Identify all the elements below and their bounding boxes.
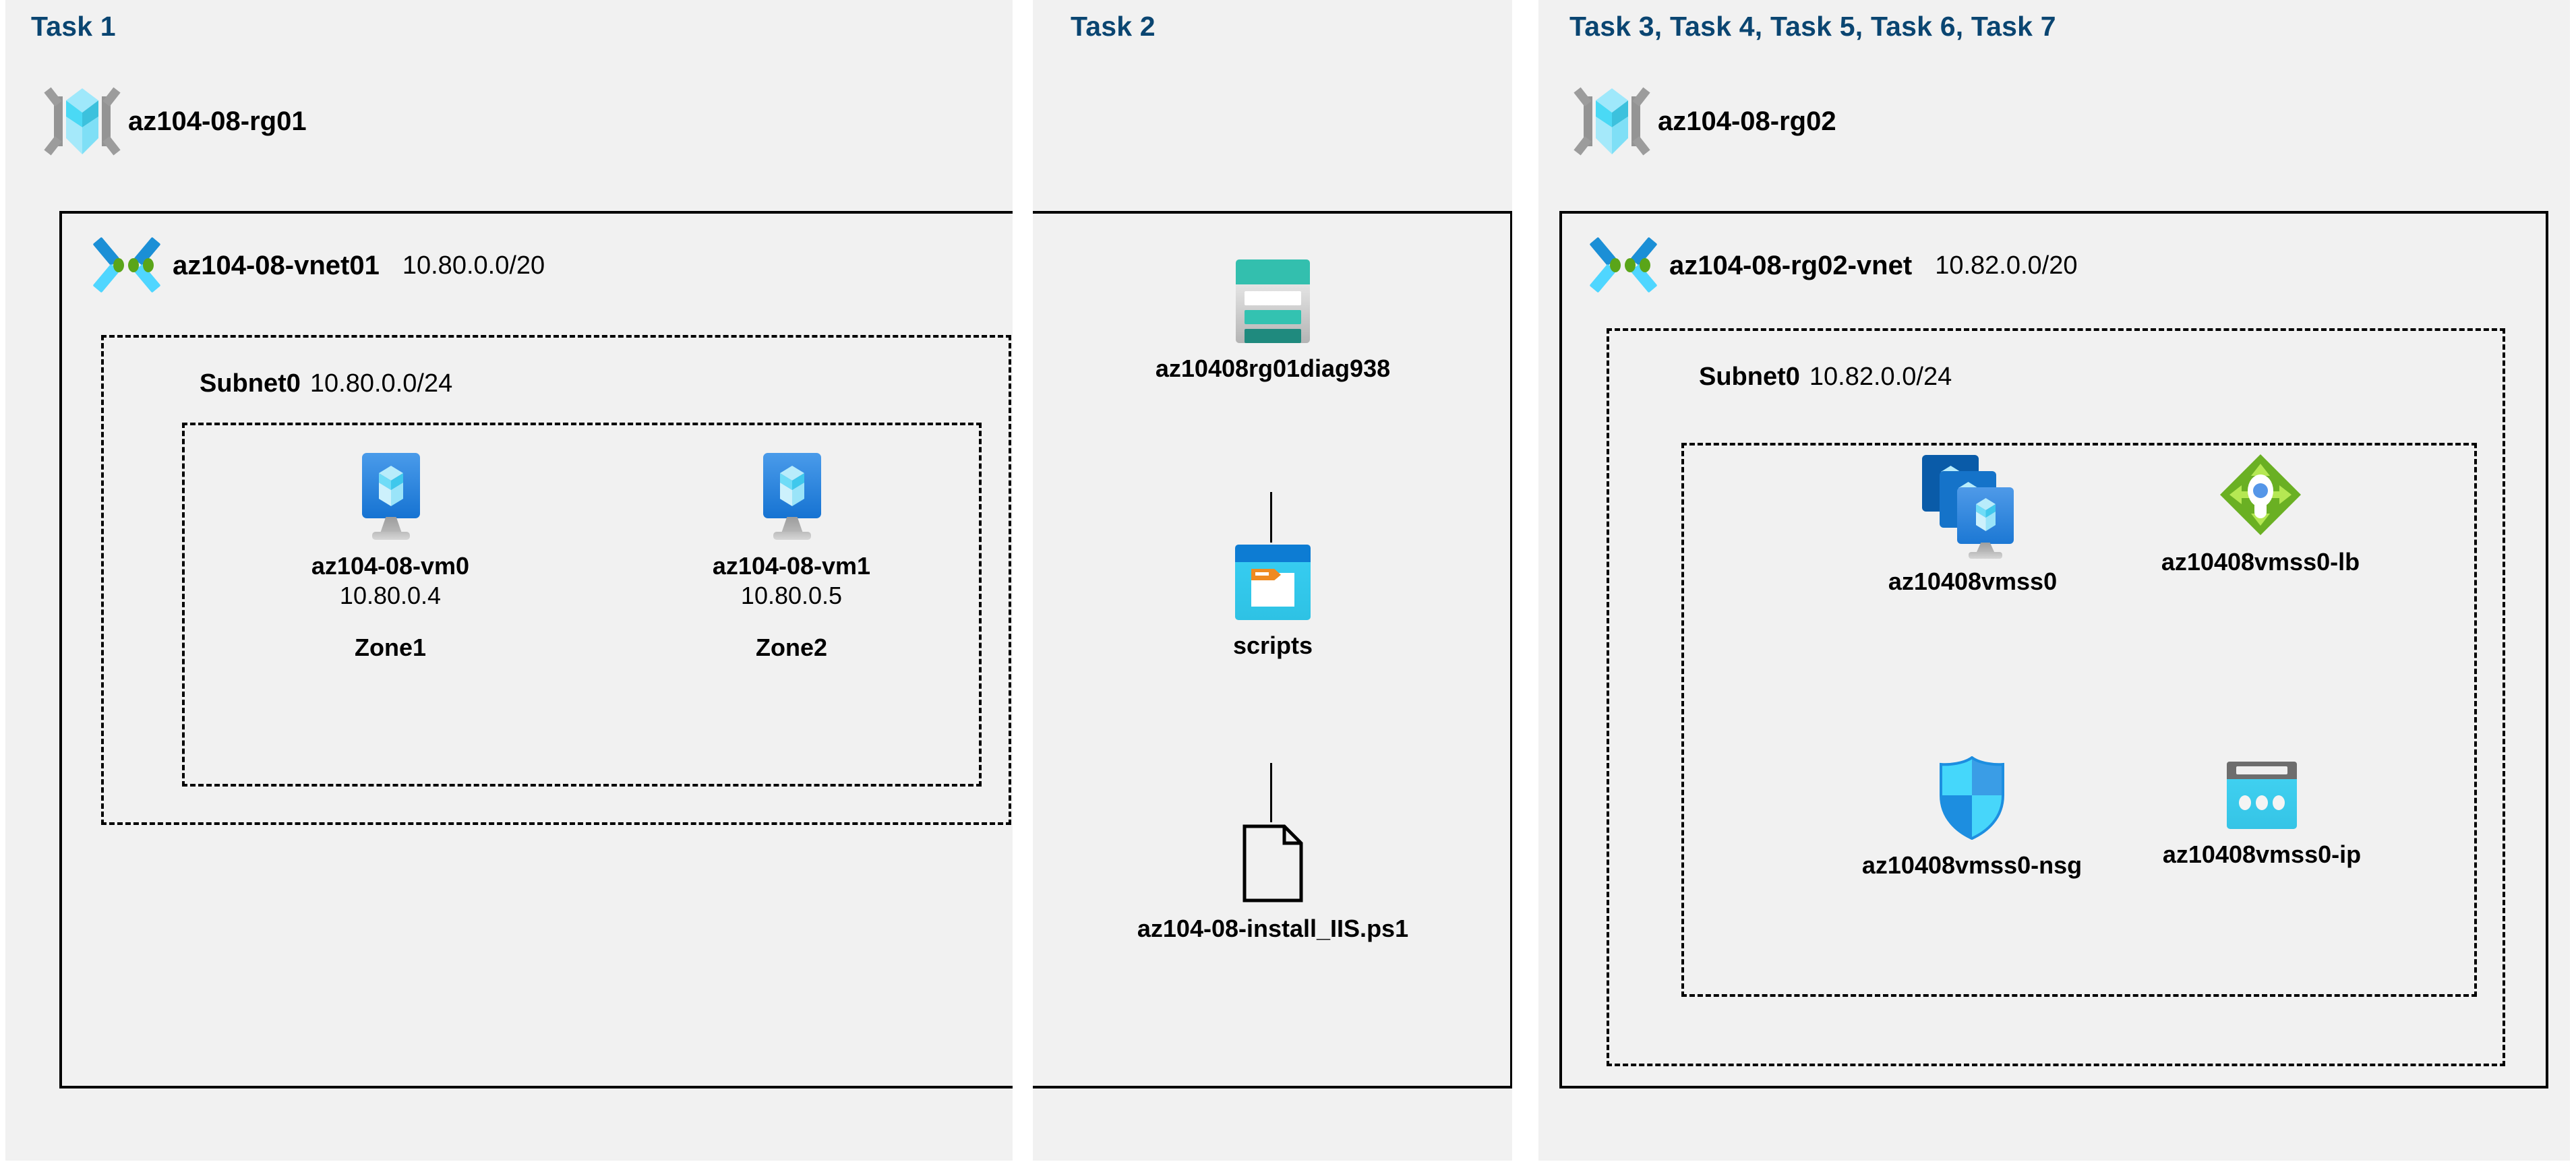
task1-heading: Task 1 (31, 11, 116, 42)
script-file-icon (1242, 824, 1304, 903)
public-ip-address-label: az10408vmss0-ip (2162, 840, 2362, 868)
blob-container-icon (1235, 545, 1311, 620)
panel-gutter-right (1512, 0, 1538, 1166)
resource-group-rg01: az104-08-rg01 (44, 84, 307, 158)
network-security-group-icon (1937, 756, 2007, 840)
vnet02-cidr: 10.82.0.0/20 (1935, 251, 2078, 280)
subnet0-right-boundary (1607, 328, 2505, 1066)
vm-scale-set-label: az10408vmss0 (1888, 567, 2058, 595)
task1-panel (5, 0, 1013, 1161)
vm-node-az104-08-vm0[interactable]: az104-08-vm0 10.80.0.4 Zone1 (276, 453, 505, 662)
public-ip-address-icon (2227, 762, 2297, 829)
load-balancer-icon (2219, 453, 2302, 536)
subnet0-right-cidr: 10.82.0.0/24 (1809, 363, 1952, 391)
network-security-group-node[interactable]: az10408vmss0-nsg (1807, 756, 2137, 880)
resource-group-rg02: az104-08-rg02 (1574, 84, 1836, 158)
resource-group-icon (44, 84, 121, 158)
blob-container-node[interactable]: scripts (1185, 545, 1360, 661)
subnet0-right-label: Subnet0 10.82.0.0/24 (1699, 363, 1952, 392)
load-balancer-node[interactable]: az10408vmss0-lb (2109, 453, 2412, 577)
vm-zone: Zone1 (354, 633, 426, 661)
storage-account-node[interactable]: az10408rg01diag938 (1156, 259, 1390, 383)
blob-container-label: scripts (1232, 632, 1313, 659)
storage-account-label: az10408rg01diag938 (1155, 355, 1391, 382)
public-ip-address-node[interactable]: az10408vmss0-ip (2117, 762, 2407, 869)
virtual-network-icon (92, 236, 161, 295)
resource-group-rg02-label: az104-08-rg02 (1658, 106, 1836, 136)
script-file-label: az104-08-install_IIS.ps1 (1137, 915, 1409, 942)
script-file-node[interactable]: az104-08-install_IIS.ps1 (1104, 824, 1441, 944)
vm-name: az104-08-vm0 (311, 552, 470, 580)
vm-name: az104-08-vm1 (712, 552, 871, 580)
subnet0-left-cidr: 10.80.0.0/24 (309, 369, 453, 398)
resource-group-rg01-label: az104-08-rg01 (128, 106, 307, 136)
virtual-machine-icon (354, 453, 427, 541)
task3-7-heading: Task 3, Task 4, Task 5, Task 6, Task 7 (1569, 11, 2056, 42)
vnet01-header: az104-08-vnet01 10.80.0.0/20 (92, 236, 545, 295)
subnet0-left-label: Subnet0 10.80.0.0/24 (200, 369, 452, 398)
vnet01-boundary (59, 211, 1513, 1088)
task2-heading: Task 2 (1071, 11, 1156, 42)
vm-node-az104-08-vm1[interactable]: az104-08-vm1 10.80.0.5 Zone2 (677, 453, 906, 662)
vnet02-header: az104-08-rg02-vnet 10.82.0.0/20 (1589, 236, 2078, 295)
virtual-network-icon (1589, 236, 1658, 295)
virtual-machine-icon (755, 453, 828, 541)
vm-scale-set-node[interactable]: az10408vmss0 (1831, 455, 2114, 596)
vm-scale-set-icon (1922, 455, 2023, 559)
subnet0-left-name: Subnet0 (200, 369, 301, 398)
panel-gutter-left (1013, 0, 1033, 1166)
task3-7-panel (1538, 0, 2570, 1161)
vm-ip: 10.80.0.5 (740, 581, 843, 609)
vnet02-name: az104-08-rg02-vnet (1669, 250, 1913, 280)
network-security-group-label: az10408vmss0-nsg (1861, 851, 2083, 879)
connector-storage-to-container (1270, 492, 1272, 543)
resource-group-icon (1574, 84, 1650, 158)
vm-ip: 10.80.0.4 (339, 581, 442, 609)
vnet01-name: az104-08-vnet01 (173, 250, 380, 280)
vm-zone: Zone2 (755, 633, 827, 661)
load-balancer-label: az10408vmss0-lb (2161, 548, 2360, 576)
storage-account-icon (1236, 259, 1310, 343)
vmss-group-boundary (1681, 443, 2477, 997)
subnet0-right-name: Subnet0 (1699, 363, 1800, 391)
connector-container-to-file (1270, 763, 1272, 822)
subnet0-left-boundary (101, 335, 1011, 825)
vm-group-boundary (182, 423, 982, 787)
vnet01-cidr: 10.80.0.0/20 (402, 251, 545, 280)
vnet02-boundary (1559, 211, 2548, 1088)
